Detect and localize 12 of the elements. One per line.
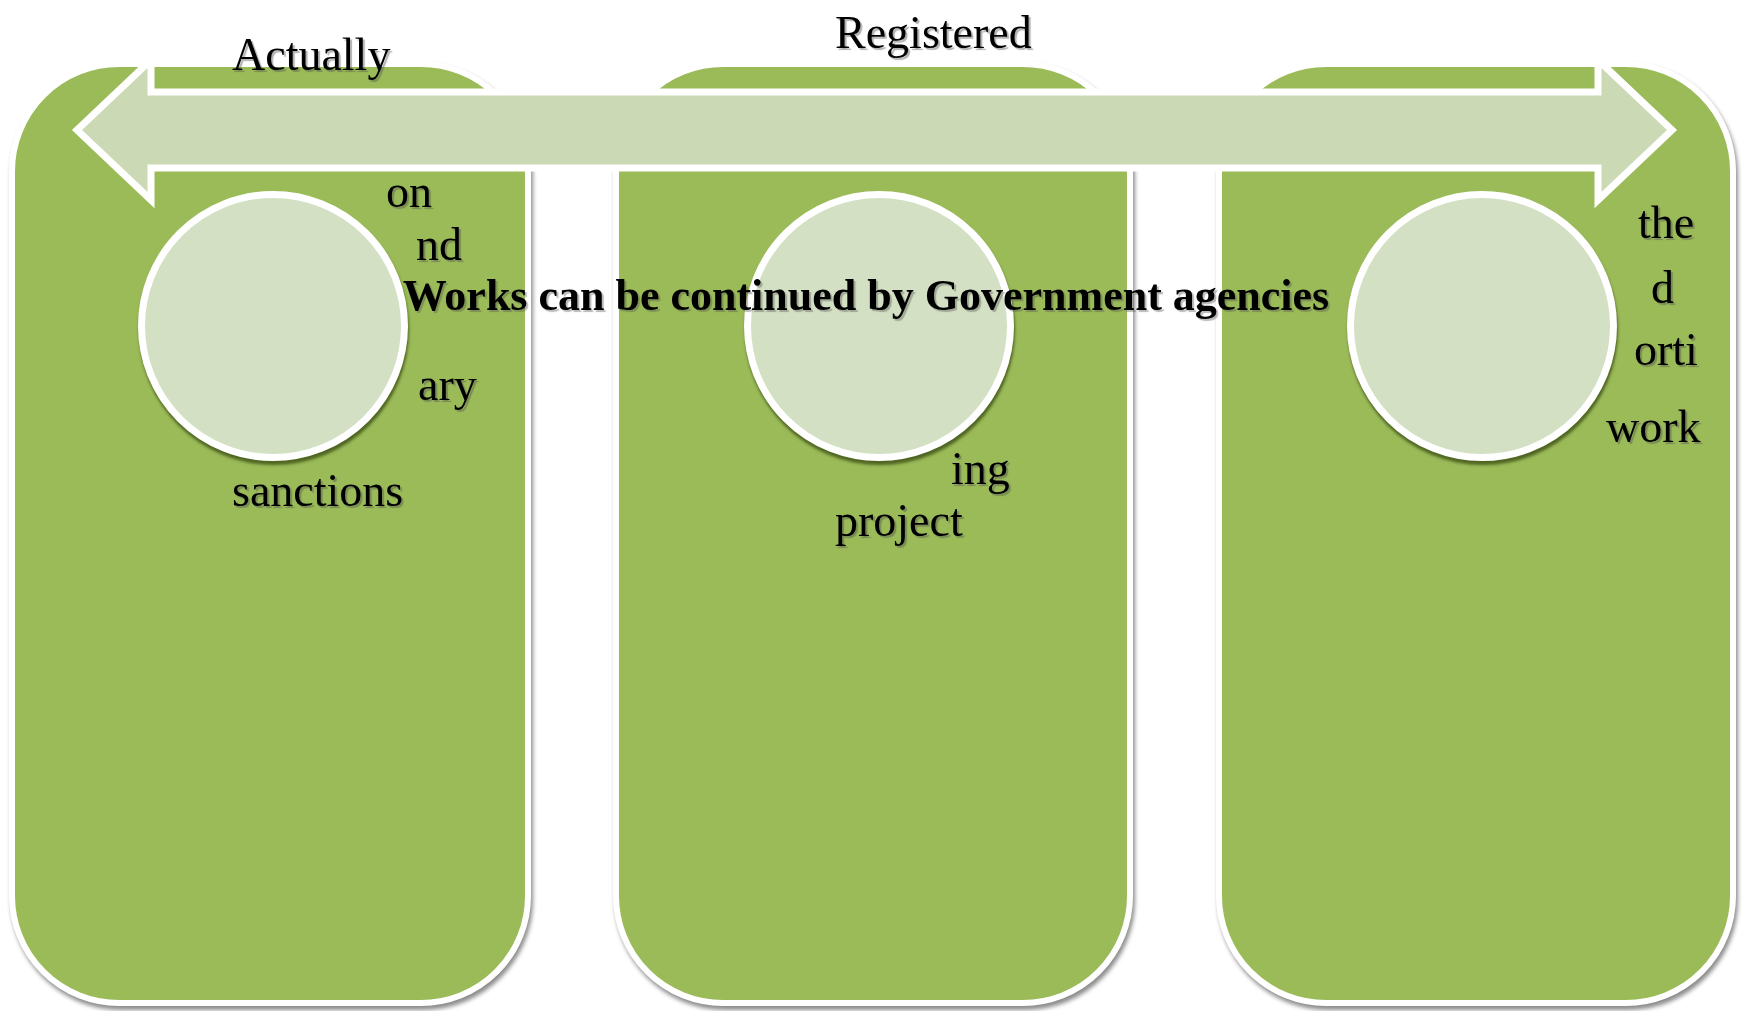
text-fragment: Registered: [835, 10, 1032, 56]
text-fragment: project: [835, 498, 963, 544]
text-fragment: the: [1638, 200, 1695, 246]
text-fragment: sanctions: [232, 468, 404, 514]
text-fragment: ary: [418, 362, 477, 408]
text-fragment: on: [386, 169, 432, 215]
text-fragment: work: [1606, 404, 1701, 450]
text-fragment: orti: [1634, 327, 1698, 373]
text-fragment: ing: [951, 446, 1010, 492]
text-fragment: Actually: [232, 32, 391, 78]
text-fragment: d: [1651, 265, 1674, 311]
text-fragment: nd: [416, 222, 462, 268]
